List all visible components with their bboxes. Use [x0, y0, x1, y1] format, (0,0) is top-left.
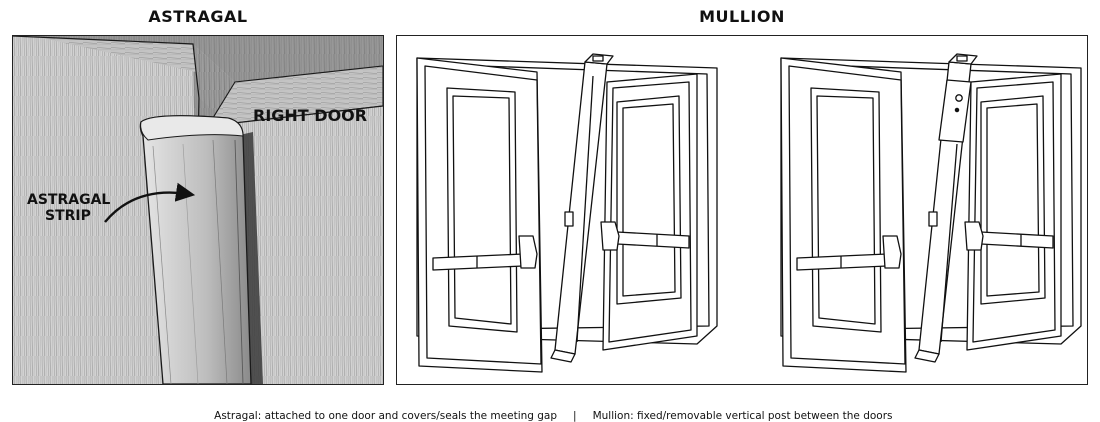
astragal-strip-label-line2: STRIP: [45, 208, 91, 224]
astragal-illustration-panel: RIGHT DOOR ASTRAGAL STRIP: [12, 35, 384, 385]
mullion-scene-removable: [416, 53, 718, 373]
mullion-illustration-panel: [396, 35, 1088, 385]
astragal-heading: ASTRAGAL: [148, 7, 248, 26]
astragal-strip-label-line1: ASTRAGAL: [27, 192, 110, 208]
astragal-illustration: RIGHT DOOR ASTRAGAL STRIP: [13, 36, 383, 384]
arrow-icon: [104, 182, 196, 223]
figure-caption: Astragal: attached to one door and cover…: [0, 398, 1100, 422]
mullion-scene-fixed: [780, 53, 1082, 373]
key-cylinder-icon: [955, 94, 963, 102]
caption-mullion: Mullion: fixed/removable vertical post b…: [592, 410, 893, 422]
mullion-illustration: [416, 53, 1082, 373]
caption-separator: |: [573, 410, 577, 422]
caption-astragal: Astragal: attached to one door and cover…: [214, 410, 558, 422]
right-door-label: RIGHT DOOR: [253, 106, 367, 125]
mullion-heading: MULLION: [699, 7, 785, 26]
